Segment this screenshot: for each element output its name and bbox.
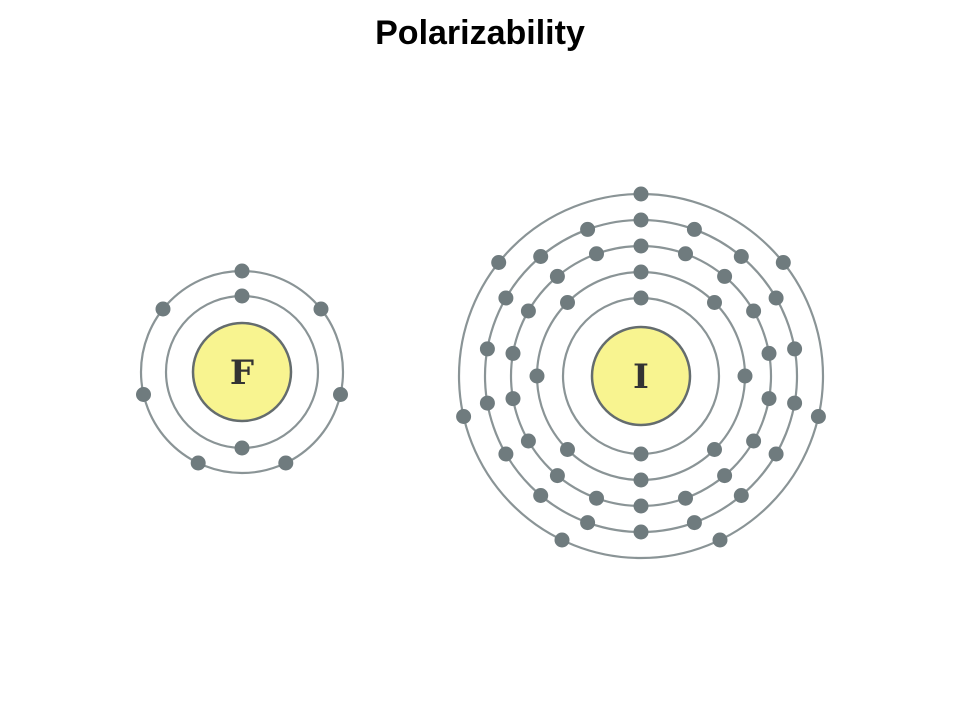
electron <box>234 440 250 456</box>
fluorine-nucleus <box>191 321 293 423</box>
electron <box>761 345 777 361</box>
electron <box>717 268 733 284</box>
electron <box>190 455 206 471</box>
electron <box>549 468 565 484</box>
electron <box>768 446 784 462</box>
iodine-nucleus <box>590 325 692 427</box>
electron <box>505 391 521 407</box>
electron <box>520 303 536 319</box>
electron <box>589 246 604 262</box>
electron <box>520 433 536 449</box>
electron <box>479 341 495 357</box>
electron <box>491 255 507 270</box>
electron <box>529 368 545 384</box>
electron <box>234 263 250 279</box>
electron <box>333 387 348 402</box>
electron <box>746 303 762 319</box>
electron <box>479 395 495 411</box>
electron <box>560 295 575 310</box>
electron <box>533 249 549 264</box>
electron <box>707 442 722 457</box>
electron <box>633 290 649 306</box>
fluorine-electrons <box>136 263 348 471</box>
iodine-symbol: I <box>633 357 649 397</box>
electron <box>787 341 803 357</box>
electron <box>746 433 762 449</box>
electron <box>533 488 549 503</box>
electron <box>633 264 649 280</box>
electron <box>505 345 521 361</box>
electron <box>678 246 693 262</box>
electron <box>633 498 649 514</box>
electron <box>234 288 250 304</box>
iodine-atom: I <box>456 186 826 560</box>
electron <box>589 490 604 506</box>
electron <box>554 532 570 548</box>
electron <box>633 446 649 462</box>
electron <box>560 442 575 457</box>
electron <box>768 290 784 306</box>
electron <box>787 395 803 411</box>
electron <box>580 221 596 237</box>
electron <box>456 409 472 424</box>
electron <box>633 472 649 488</box>
electron <box>633 212 649 228</box>
electron <box>810 409 826 424</box>
electron <box>313 301 329 317</box>
electron <box>580 515 596 531</box>
electron <box>155 301 171 317</box>
electron <box>549 268 565 284</box>
electron <box>717 468 733 484</box>
electron <box>775 255 791 270</box>
electron <box>633 186 649 202</box>
electron <box>633 238 649 254</box>
electron <box>136 387 151 402</box>
iodine-electrons <box>456 186 826 548</box>
electron <box>678 490 693 506</box>
electron <box>498 446 514 462</box>
electron <box>278 455 294 471</box>
electron <box>686 221 702 237</box>
fluorine-atom: F <box>136 263 348 475</box>
electron <box>498 290 514 306</box>
electron <box>707 295 722 310</box>
electron <box>686 515 702 531</box>
slide-title: Polarizability <box>375 14 585 52</box>
electron <box>633 524 649 540</box>
electron <box>737 368 753 384</box>
electron <box>733 249 749 264</box>
fluorine-symbol: F <box>230 353 254 393</box>
electron <box>733 488 749 503</box>
electron <box>712 532 728 548</box>
electron <box>761 391 777 407</box>
